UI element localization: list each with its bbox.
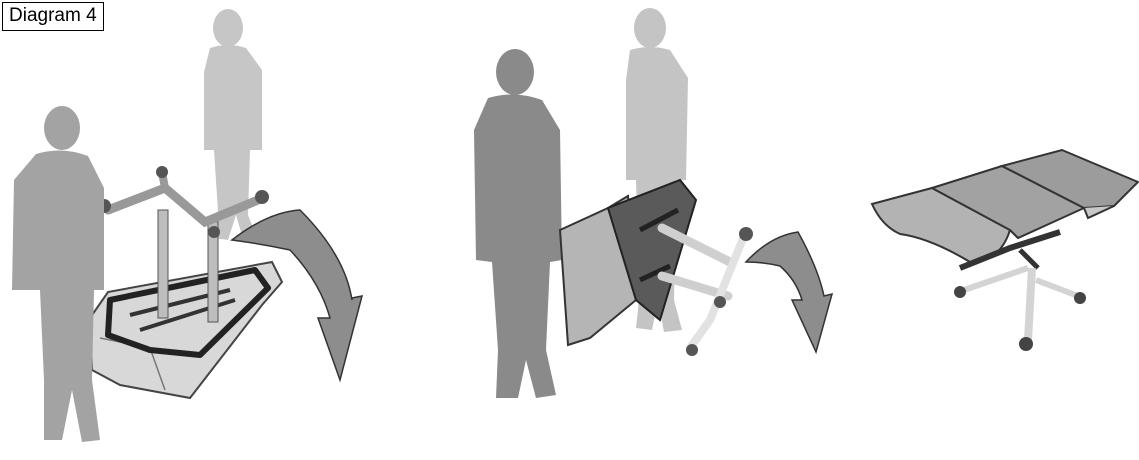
front-person-silhouette	[474, 49, 562, 398]
step-2-illustration	[440, 0, 860, 460]
step-2-panel	[440, 0, 860, 460]
step-3-panel	[860, 0, 1139, 460]
step-1-panel	[0, 0, 380, 460]
step-1-illustration	[0, 0, 380, 460]
rotation-arrow	[746, 232, 832, 352]
front-person-silhouette	[12, 106, 104, 442]
table-on-side	[560, 180, 753, 356]
step-3-illustration	[860, 0, 1139, 460]
assembled-table	[872, 150, 1138, 351]
table-upside-down	[90, 166, 282, 398]
